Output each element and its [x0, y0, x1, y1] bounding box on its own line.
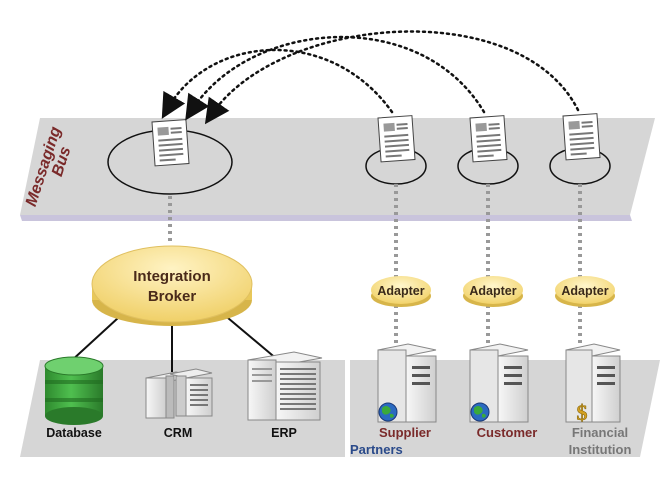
partners-label: Partners: [350, 442, 403, 457]
document-icon: [562, 113, 601, 161]
message-flow-arrow: [185, 35, 486, 121]
message-flow-arrow: [161, 48, 394, 119]
erp-label: ERP: [271, 426, 297, 440]
crm-label: CRM: [164, 426, 192, 440]
supplier-label: Supplier: [379, 425, 431, 440]
database-icon: [44, 356, 104, 425]
adapter-label: Adapter: [469, 284, 516, 298]
crm-server-icon: [145, 368, 213, 419]
adapter-label: Adapter: [377, 284, 424, 298]
adapter: [463, 276, 523, 307]
svg-text:$: $: [577, 400, 588, 425]
integration-broker: [91, 245, 253, 326]
erp-server-icon: [247, 351, 323, 421]
adapter-label: Adapter: [561, 284, 608, 298]
document-icon: [377, 115, 416, 163]
broker-erp-link: [227, 317, 279, 361]
document-icon: [469, 115, 508, 163]
customer-label: Customer: [477, 425, 538, 440]
financial-label-line2: Institution: [569, 442, 632, 457]
messaging-bus-plane: [20, 118, 655, 221]
customer-server-icon: [469, 343, 529, 423]
financial-server-icon: $: [565, 343, 621, 425]
financial-label-line1: Financial: [572, 425, 628, 440]
message-flow-arrow: [204, 30, 580, 125]
broker-label-line2: Broker: [148, 288, 197, 305]
broker-database-link: [69, 317, 119, 363]
database-label: Database: [46, 426, 102, 440]
adapter: [555, 276, 615, 307]
broker-label-line1: Integration: [133, 268, 211, 285]
adapter: [371, 276, 431, 307]
document-icon: [151, 119, 190, 167]
supplier-server-icon: [377, 343, 437, 423]
